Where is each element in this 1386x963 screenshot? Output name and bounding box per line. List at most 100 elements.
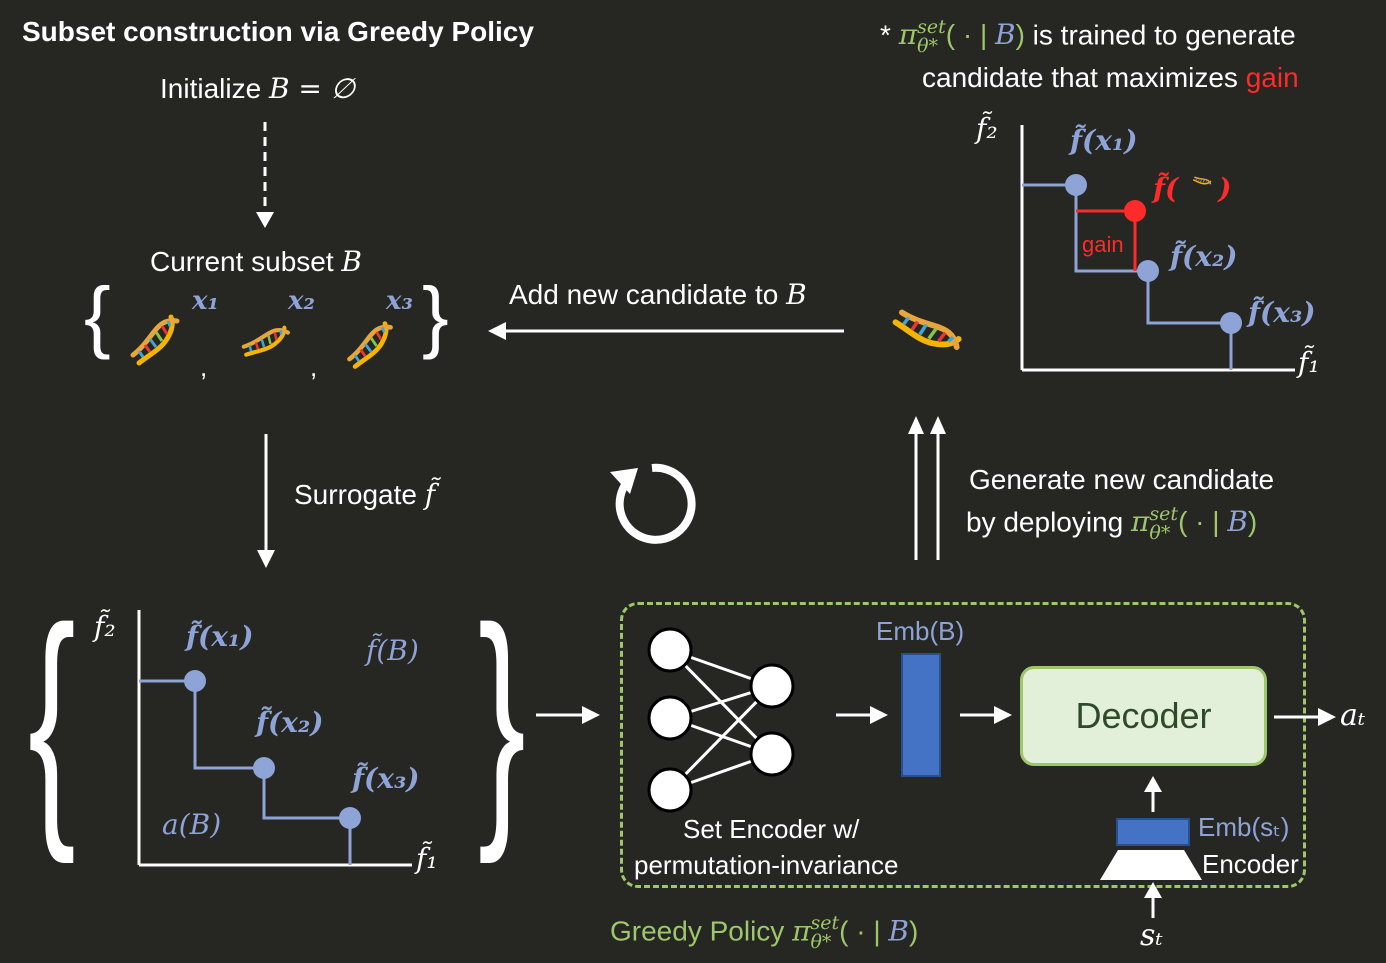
decoder-label: Decoder	[1075, 695, 1212, 736]
policy-args-open: ( · |	[839, 915, 889, 947]
policy-sup: set	[1149, 503, 1179, 525]
policy-symbol: π	[1131, 505, 1150, 539]
encoder-label: Encoder	[1202, 849, 1299, 879]
dna-icon	[1178, 176, 1218, 206]
policy-args-close: )	[1015, 19, 1025, 51]
state-input: sₜ	[1140, 918, 1163, 953]
policy-sub: θ*	[917, 35, 939, 57]
top-label-x2: f̃(x₂)	[1170, 240, 1238, 273]
policy-sup: set	[810, 912, 840, 934]
bottom-xlabel: f̃₁	[416, 842, 438, 875]
policy-sub: θ*	[810, 931, 832, 953]
generate-text: by deploying	[966, 506, 1132, 538]
point-x1	[184, 670, 206, 692]
policy-sub: θ*	[1149, 522, 1171, 544]
point-x2	[253, 757, 275, 779]
policy-args-var: B	[888, 914, 909, 948]
encoder-to-emb-arrow	[836, 706, 888, 724]
surrogate-text: Surrogate	[294, 479, 425, 510]
policy-symbol: π	[898, 18, 918, 52]
policy-args-var: B	[1227, 505, 1248, 539]
top-ylabel: f̃₂	[976, 112, 998, 145]
output-action: aₜ	[1340, 698, 1366, 733]
add-candidate-arrow	[488, 322, 844, 340]
refresh-icon	[610, 463, 696, 544]
greedy-policy-text: Greedy Policy	[610, 915, 793, 947]
comma: ,	[200, 352, 208, 382]
note-gain: gain	[1245, 62, 1299, 93]
current-subset-label: Current subset B	[150, 245, 362, 278]
point-x3	[339, 807, 361, 829]
emb-b-text: Emb(B)	[876, 616, 965, 646]
top-pareto-plot	[1020, 125, 1295, 372]
current-subset-var: B	[341, 245, 362, 278]
subset-close-brace: }	[422, 271, 449, 360]
surrogate-arrow	[257, 434, 275, 568]
bottom-label-x2: f̃(x₂)	[256, 706, 324, 739]
point-x2	[1137, 260, 1159, 282]
surrogate-label: Surrogate f̃	[294, 478, 435, 511]
policy-args-close: )	[1247, 506, 1258, 538]
init-expr: B = ∅	[268, 72, 356, 105]
bottom-label-x1: f̃(x₁)	[186, 620, 254, 653]
policy-symbol: π	[792, 914, 811, 948]
set-label: f̃(B)	[366, 634, 419, 667]
bottom-ylabel: f̃₂	[94, 610, 116, 643]
policy-args-open: ( · |	[1178, 506, 1228, 538]
subset-item-1: x₁	[192, 286, 219, 316]
subset-open-brace: {	[84, 271, 111, 360]
bottom-pareto-plot	[137, 610, 412, 867]
policy-args-var: B	[995, 18, 1016, 52]
point-x1	[1065, 174, 1087, 196]
plot-open-brace: {	[28, 575, 76, 865]
policy-args-close: )	[908, 915, 919, 947]
generate-line1: Generate new candidate	[969, 464, 1275, 495]
comma: ,	[310, 352, 318, 382]
note-star: *	[880, 19, 899, 51]
policy-args-open: ( · |	[945, 19, 995, 51]
subset-item-3: x₃	[386, 286, 413, 316]
emb-to-decoder-arrow	[960, 706, 1012, 724]
init-label: Initialize B = ∅	[160, 72, 355, 105]
top-label-x1: f̃(x₁)	[1070, 124, 1138, 157]
plot-close-brace: }	[478, 575, 526, 865]
note-text1: is trained to generate	[1024, 19, 1296, 51]
new-point-label-close: )	[1218, 172, 1232, 205]
point-new	[1124, 200, 1146, 222]
state-input-arrow	[1144, 882, 1162, 918]
top-label-new: f̃()	[1153, 172, 1232, 206]
diagram-title: Subset construction via Greedy Policy	[22, 16, 534, 47]
set-encoder-network	[647, 627, 795, 813]
new-point-label-open: f̃(	[1153, 172, 1179, 205]
dashed-arrow	[256, 122, 274, 228]
greedy-policy-box	[620, 602, 1306, 888]
policy-sup: set	[917, 16, 946, 38]
input-arrow	[536, 706, 600, 724]
surrogate-var: f̃	[424, 478, 436, 511]
emb-s-vector	[1116, 818, 1190, 846]
emb-s-to-decoder-arrow	[1144, 776, 1162, 812]
set-encoder-label-1: Set Encoder w/	[683, 814, 860, 844]
set-encoder-label-2: permutation-invariance	[634, 850, 899, 880]
generate-arrows	[908, 416, 946, 560]
emb-b-vector	[901, 653, 941, 777]
top-gain-label: gain	[1082, 232, 1124, 257]
note-line2: candidate that maximizes gain	[922, 62, 1299, 94]
decoder-output-arrow	[1274, 708, 1336, 726]
emb-s-label: Emb(sₜ)	[1198, 812, 1290, 842]
top-label-x3: f̃(x₃)	[1248, 296, 1316, 329]
point-x3	[1220, 312, 1242, 334]
bottom-label-x3: f̃(x₃)	[352, 762, 420, 795]
emb-b-label: Emb(B)	[876, 616, 964, 647]
add-candidate-var: B	[786, 278, 807, 311]
init-text: Initialize	[160, 73, 269, 104]
add-candidate-label: Add new candidate to B	[509, 278, 807, 311]
